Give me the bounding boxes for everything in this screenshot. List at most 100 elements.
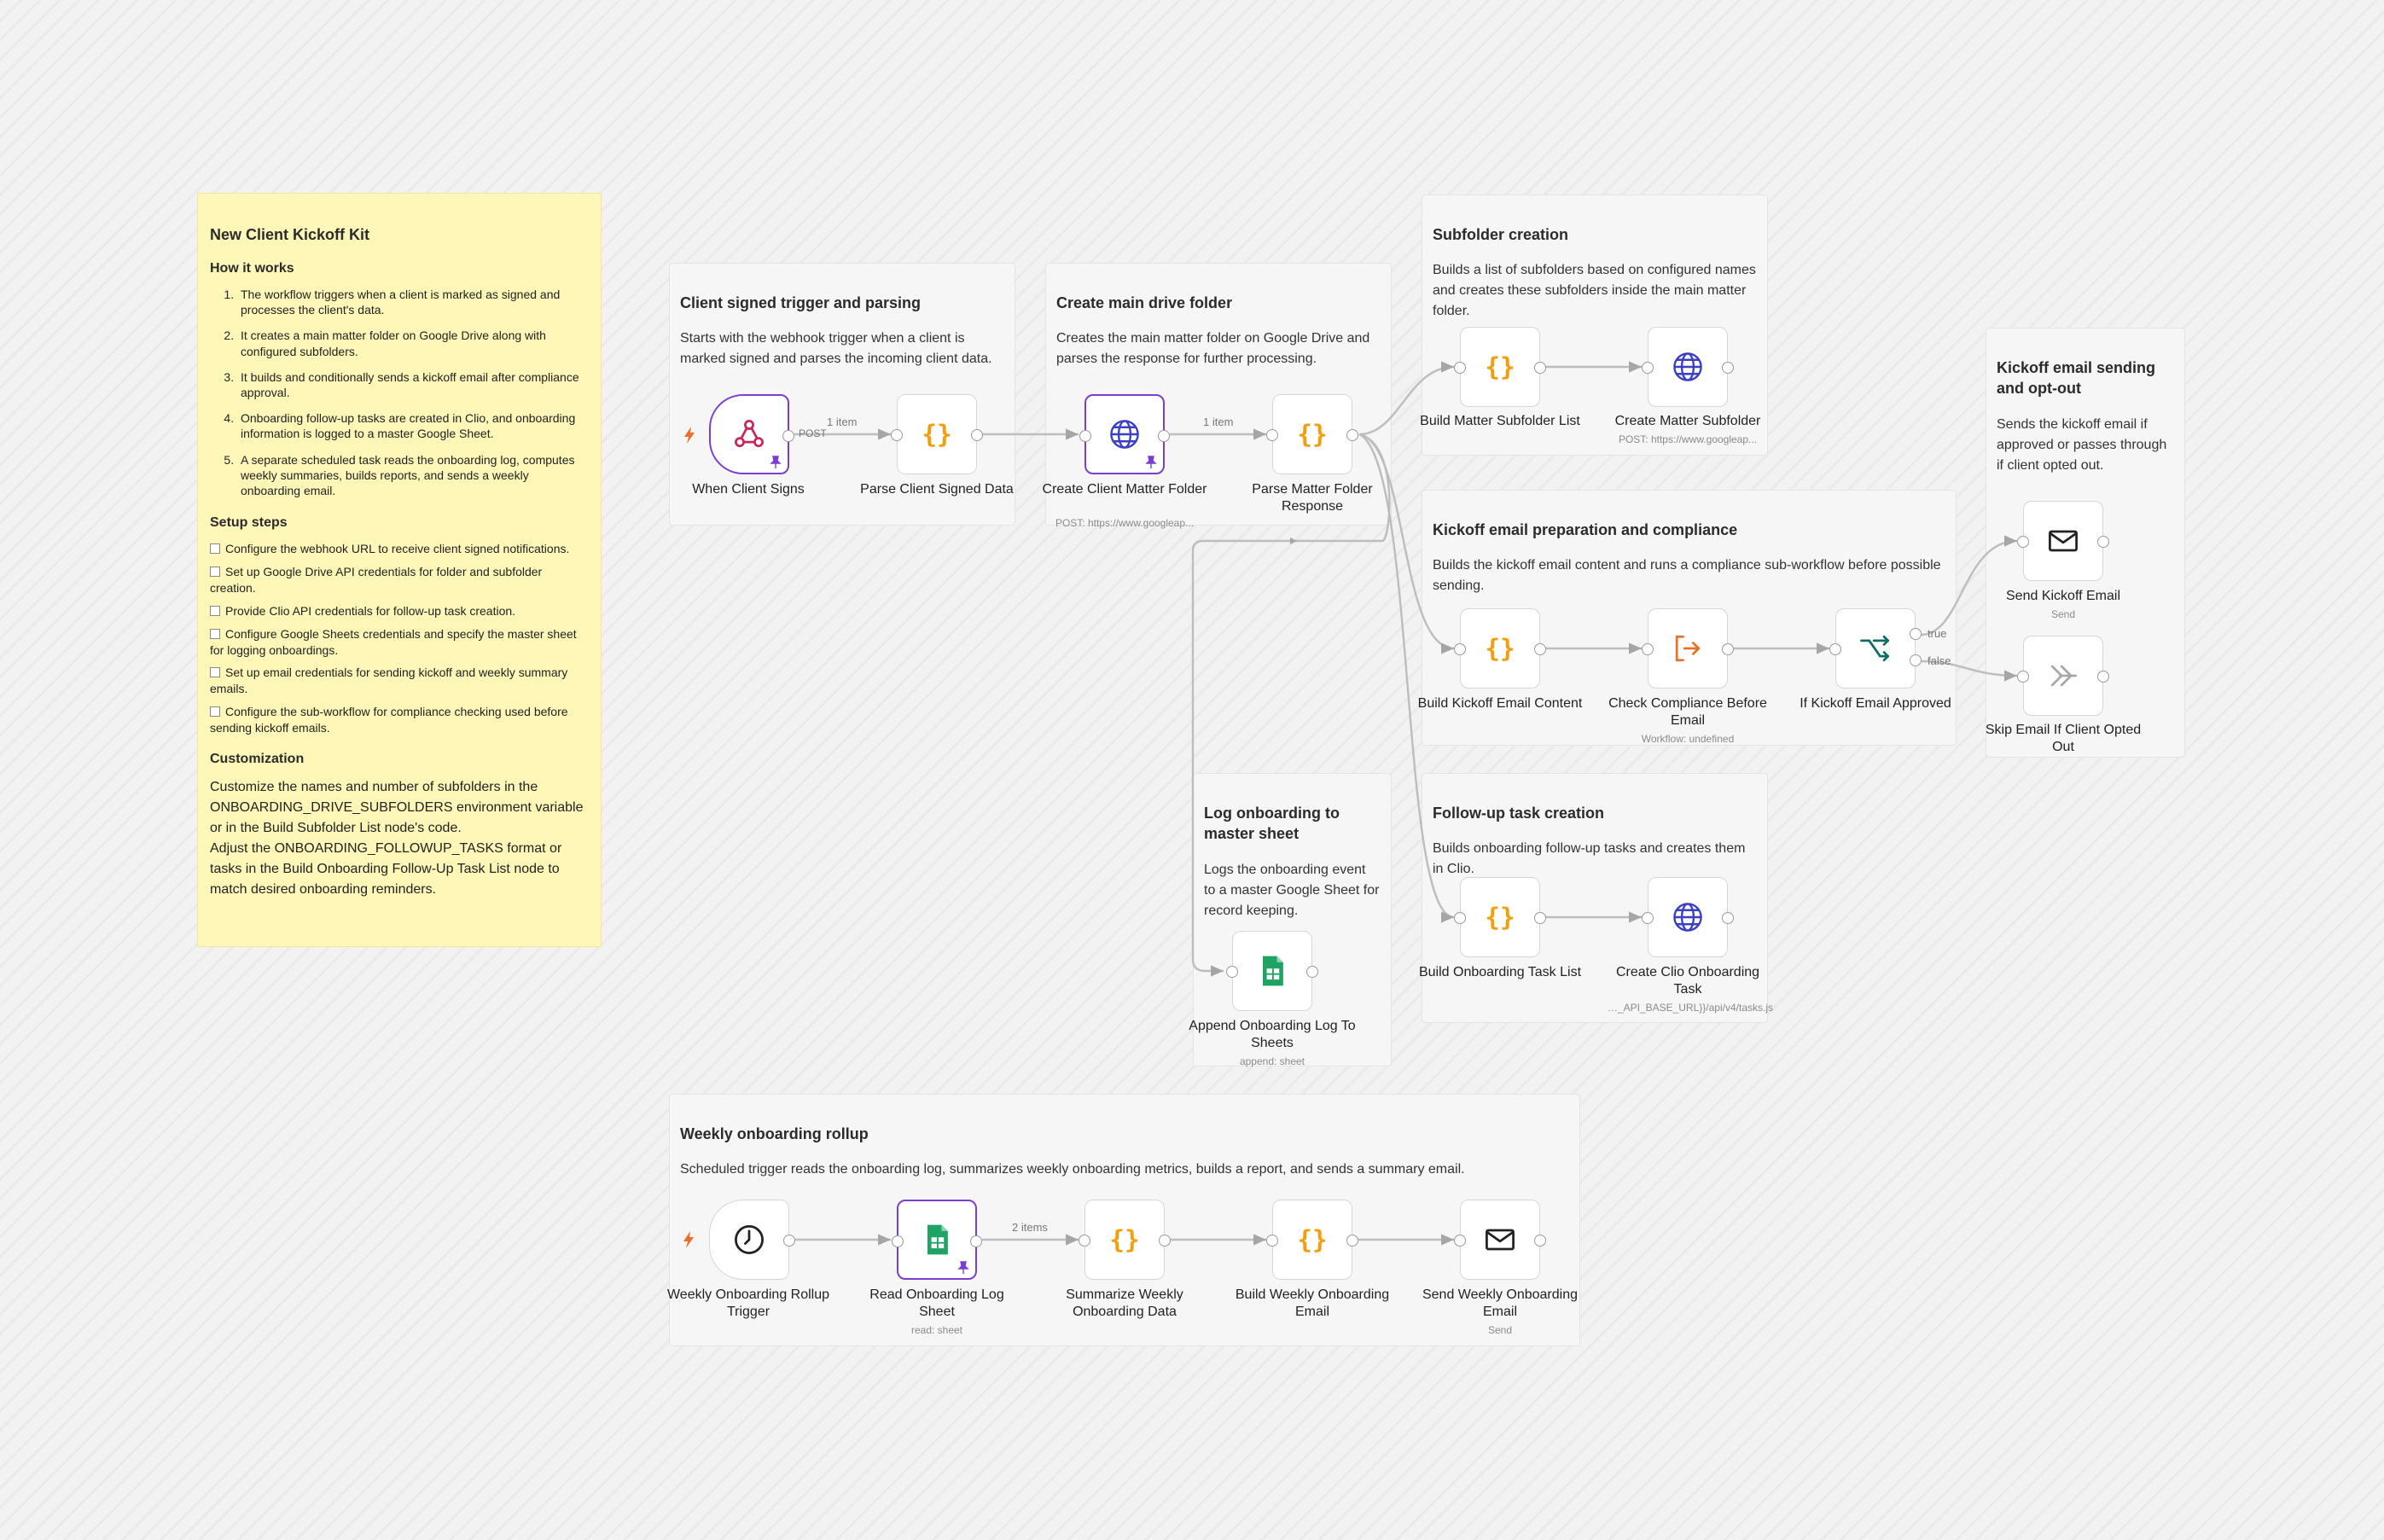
output-handle[interactable] (1534, 912, 1546, 924)
input-handle[interactable] (1079, 430, 1091, 442)
if-icon (1860, 635, 1890, 662)
input-handle[interactable] (1266, 1235, 1278, 1247)
input-handle[interactable] (1454, 912, 1466, 924)
node-send-weekly-email[interactable] (1454, 1200, 1546, 1280)
node-build-kickoff-content[interactable]: {} (1454, 608, 1546, 689)
output-handle[interactable] (1534, 1235, 1546, 1247)
pin-icon (770, 456, 782, 468)
note-body: Sends the kickoff email if approved or p… (1997, 416, 2167, 473)
sheets-icon (1263, 956, 1283, 986)
node-subtitle: append: sheet (1239, 1055, 1305, 1067)
node-label: Check Compliance Before Email (1608, 696, 1767, 728)
note-body: Starts with the webhook trigger when a c… (680, 331, 992, 367)
node-build-matter-subfolder[interactable]: {} (1454, 327, 1546, 407)
node-label: Read Onboarding Log Sheet (869, 1287, 1004, 1319)
input-handle[interactable] (892, 1235, 904, 1247)
node-if-kickoff-approved[interactable] (1829, 608, 1922, 689)
input-handle[interactable] (2017, 671, 2029, 683)
input-handle[interactable] (1454, 643, 1466, 655)
svg-text:{}: {} (1109, 1225, 1139, 1254)
checkbox[interactable] (210, 605, 220, 616)
node-label: Create Matter Subfolder (1614, 414, 1761, 428)
checkbox[interactable] (210, 566, 220, 577)
globe-icon (1673, 352, 1702, 381)
list-item: It builds and conditionally sends a kick… (237, 369, 589, 400)
input-handle[interactable] (1079, 1235, 1090, 1247)
node-weekly-rollup-trigger[interactable] (683, 1200, 795, 1280)
node-parse-matter-folder[interactable]: {} (1266, 394, 1358, 474)
input-handle[interactable] (1454, 362, 1466, 374)
node-when-client-signs[interactable] (684, 394, 794, 474)
output-handle[interactable] (1534, 362, 1546, 374)
trigger-bolt-icon (683, 1231, 694, 1248)
code-icon: {} (1485, 634, 1515, 663)
input-handle[interactable] (1642, 362, 1654, 374)
svg-text:{}: {} (1297, 1225, 1327, 1254)
output-handle[interactable] (1346, 1235, 1358, 1247)
note-title: Subfolder creation (1433, 226, 1569, 243)
node-append-onboarding-log[interactable] (1226, 931, 1318, 1011)
node-parse-client-signed[interactable]: {} (891, 394, 983, 474)
input-handle[interactable] (891, 429, 903, 441)
output-handle[interactable] (1722, 912, 1734, 924)
list-item: The workflow triggers when a client is m… (237, 287, 589, 317)
node-check-compliance[interactable] (1642, 608, 1734, 689)
globe-icon (1673, 903, 1702, 932)
output-handle[interactable] (783, 1235, 795, 1247)
subworkflow-icon (1675, 635, 1701, 662)
node-create-clio-task[interactable] (1642, 877, 1734, 957)
output-handle[interactable] (1346, 429, 1358, 441)
note-body: Scheduled trigger reads the onboarding l… (680, 1162, 1465, 1177)
node-read-onboarding-log[interactable] (892, 1200, 982, 1280)
globe-icon (1110, 420, 1139, 449)
output-handle[interactable] (1306, 966, 1318, 978)
node-label: Skip Email If Client Opted Out (1985, 723, 2142, 754)
node-label: Build Weekly Onboarding Email (1235, 1287, 1390, 1319)
input-handle[interactable] (1266, 429, 1278, 441)
output-handle[interactable] (1158, 430, 1170, 442)
code-icon: {} (1297, 420, 1327, 449)
node-summarize-weekly[interactable]: {} (1079, 1200, 1171, 1280)
sheets-icon (927, 1224, 948, 1255)
output-handle[interactable] (2097, 671, 2109, 683)
output-handle[interactable] (2097, 536, 2109, 548)
output-handle-false[interactable] (1910, 654, 1922, 666)
node-skip-email[interactable] (2017, 636, 2109, 716)
input-handle[interactable] (1454, 1235, 1466, 1247)
node-build-task-list[interactable]: {} (1454, 877, 1546, 957)
output-handle[interactable] (1159, 1235, 1171, 1247)
sticky-note-overview[interactable]: New Client Kickoff Kit How it works The … (197, 193, 602, 947)
input-handle[interactable] (1642, 912, 1654, 924)
node-build-weekly-email[interactable]: {} (1266, 1200, 1358, 1280)
code-icon: {} (1297, 1225, 1327, 1254)
node-label: When Client Signs (692, 482, 805, 497)
setup-step-text: Configure Google Sheets credentials and … (210, 626, 577, 657)
checkbox[interactable] (210, 706, 220, 718)
mail-icon (2049, 530, 2078, 552)
node-send-kickoff-email[interactable] (2017, 501, 2109, 581)
input-handle[interactable] (1829, 643, 1841, 655)
output-handle[interactable] (971, 429, 983, 441)
node-create-matter-subfolder[interactable] (1642, 327, 1734, 407)
node-create-client-matter-folder[interactable] (1079, 394, 1170, 474)
checkbox[interactable] (210, 628, 220, 639)
output-handle[interactable] (970, 1235, 982, 1247)
note-subfolder-creation[interactable]: Subfolder creation Builds a list of subf… (1422, 195, 1768, 456)
input-handle[interactable] (1642, 643, 1654, 655)
input-handle[interactable] (1226, 966, 1238, 978)
note-title: Log onboarding to master sheet (1204, 805, 1340, 843)
checkbox[interactable] (210, 543, 220, 555)
note-body: Creates the main matter folder on Google… (1056, 331, 1370, 367)
checkbox[interactable] (210, 667, 220, 678)
node-subtitle: POST: https://www.googleap... (1055, 517, 1195, 529)
output-handle[interactable] (1534, 643, 1546, 655)
output-handle-true[interactable] (1910, 628, 1922, 640)
output-handle[interactable] (1722, 643, 1734, 655)
pin-icon (957, 1261, 969, 1274)
node-subtitle: Send (1487, 1324, 1513, 1336)
output-handle[interactable] (1722, 362, 1734, 374)
output-handle[interactable] (782, 430, 794, 442)
input-handle[interactable] (2017, 536, 2029, 548)
node-label: Parse Matter Folder Response (1252, 482, 1373, 514)
